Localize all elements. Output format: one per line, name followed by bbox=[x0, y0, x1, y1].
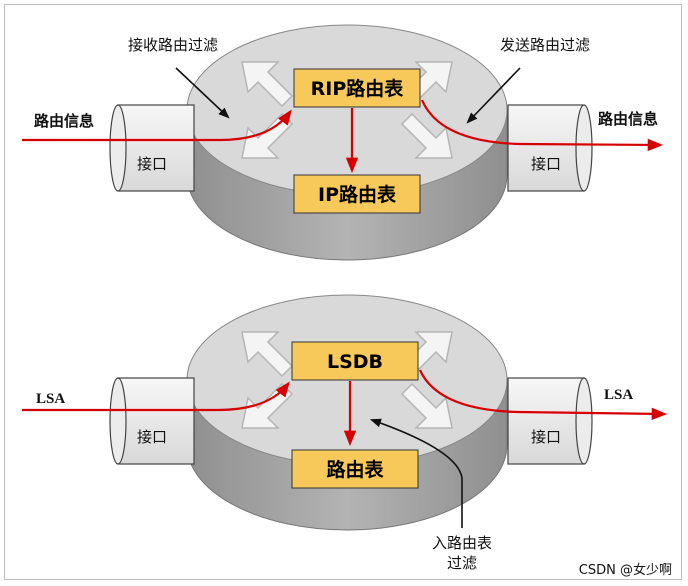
import-filter-pointer bbox=[369, 418, 463, 528]
recv-filter-label: 接收路由过滤 bbox=[128, 36, 218, 54]
outgoing-lsa-arrow bbox=[418, 369, 668, 420]
bottom-right-output-label: LSA bbox=[604, 387, 633, 403]
incoming-lsa-arrow bbox=[22, 381, 290, 412]
left-interface: 接口 bbox=[109, 104, 195, 192]
route-table: 路由表 bbox=[291, 449, 419, 489]
incoming-route-arrow bbox=[22, 109, 292, 142]
route-table-label: 路由表 bbox=[326, 458, 384, 481]
router-body bbox=[186, 294, 508, 531]
figure-frame bbox=[4, 4, 682, 580]
top-left-input-label: 路由信息 bbox=[34, 112, 94, 130]
right-interface: 接口 bbox=[507, 377, 593, 465]
left-interface: 接口 bbox=[109, 377, 195, 465]
outgoing-route-arrow bbox=[420, 99, 664, 152]
lsdb-table: LSDB bbox=[291, 341, 419, 381]
rip-route-table-label: RIP路由表 bbox=[311, 77, 405, 100]
ip-route-table-label: IP路由表 bbox=[318, 183, 397, 206]
bottom-callouts bbox=[369, 418, 463, 528]
top-router-diagram: 接口 接口 RIP路由表 IP路由表 接收路由过滤 bbox=[22, 24, 664, 261]
import-filter-label-line1: 入路由表 bbox=[432, 534, 492, 552]
lsdb-table-label: LSDB bbox=[327, 351, 383, 373]
bottom-left-input-label: LSA bbox=[36, 391, 65, 407]
recv-filter-pointer bbox=[175, 67, 230, 119]
rip-route-table: RIP路由表 bbox=[293, 68, 421, 108]
right-interface-label: 接口 bbox=[531, 428, 561, 446]
top-right-output-label: 路由信息 bbox=[598, 110, 658, 128]
right-interface: 接口 bbox=[507, 104, 593, 192]
top-route-flow bbox=[22, 99, 664, 174]
send-filter-pointer bbox=[466, 67, 521, 124]
left-interface-label: 接口 bbox=[137, 155, 167, 173]
import-filter-label-line2: 过滤 bbox=[447, 554, 477, 572]
left-interface-label: 接口 bbox=[137, 428, 167, 446]
router-body bbox=[186, 24, 508, 261]
bottom-router-diagram: 接口 接口 LSDB 路由表 LSA LSA 入路由表 过滤 bbox=[22, 294, 668, 572]
send-filter-label: 发送路由过滤 bbox=[500, 36, 590, 54]
top-callouts bbox=[175, 67, 521, 124]
right-interface-label: 接口 bbox=[531, 155, 561, 173]
ip-route-table: IP路由表 bbox=[293, 174, 421, 214]
watermark: CSDN @女少啊 bbox=[579, 562, 672, 578]
bottom-route-flow bbox=[22, 369, 668, 447]
